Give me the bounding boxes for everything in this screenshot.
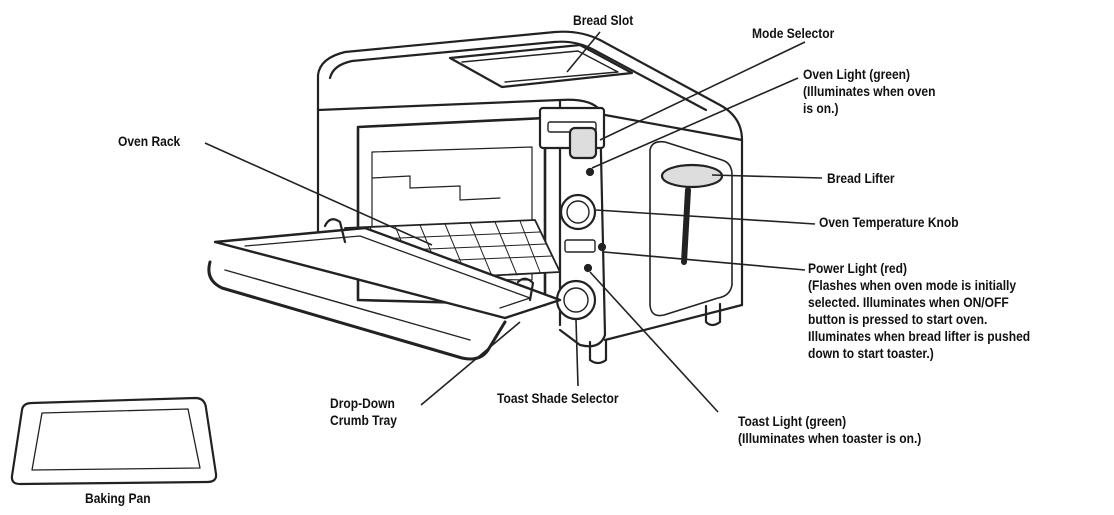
on-off-button bbox=[564, 239, 596, 253]
label-power-light-line5: down to start toaster.) bbox=[808, 345, 934, 361]
label-toast-light: Toast Light (green) (Illuminates when to… bbox=[738, 413, 921, 447]
oven-top-inner bbox=[328, 40, 708, 112]
label-power-light-line2: selected. Illuminates when ON/OFF bbox=[808, 294, 1009, 310]
mode-selector-knob bbox=[568, 126, 598, 160]
baking-pan-outer bbox=[10, 396, 218, 486]
drop-down-door-inner bbox=[244, 235, 531, 309]
label-power-light-title: Power Light (red) bbox=[808, 260, 908, 276]
label-oven-rack: Oven Rack bbox=[118, 133, 180, 150]
label-oven-rack-text: Oven Rack bbox=[118, 133, 181, 149]
oven-foot-right bbox=[704, 302, 722, 327]
label-oven-light-line2: is on.) bbox=[803, 100, 839, 116]
leader-lines bbox=[204, 31, 823, 413]
baking-pan-inner bbox=[31, 408, 201, 471]
label-oven-light: Oven Light (green) (Illuminates when ove… bbox=[803, 66, 935, 117]
label-drop-down-crumb-tray-line2: Crumb Tray bbox=[330, 412, 397, 428]
power-light-dot bbox=[597, 242, 607, 252]
baking-pan-drawing bbox=[10, 396, 218, 486]
oven-foot-front bbox=[588, 338, 608, 365]
label-mode-selector: Mode Selector bbox=[752, 25, 834, 42]
label-bread-slot: Bread Slot bbox=[573, 12, 633, 29]
leader-oven-light bbox=[591, 77, 799, 169]
toast-shade-knob bbox=[555, 279, 597, 321]
label-oven-temperature-knob-text: Oven Temperature Knob bbox=[819, 214, 959, 230]
oven-inner-element bbox=[371, 175, 501, 201]
label-power-light-line1: (Flashes when oven mode is initially bbox=[808, 277, 1017, 293]
leader-drop-down-crumb-tray bbox=[420, 321, 521, 406]
label-drop-down-crumb-tray: Drop-Down Crumb Tray bbox=[330, 395, 397, 429]
label-toast-light-line1: (Illuminates when toaster is on.) bbox=[738, 430, 922, 446]
toast-shade-knob-inner bbox=[563, 287, 589, 313]
label-toast-light-title: Toast Light (green) bbox=[738, 413, 847, 429]
toast-light-dot bbox=[583, 263, 593, 273]
label-oven-light-line1: (Illuminates when oven bbox=[803, 83, 936, 99]
oven-top-outline bbox=[316, 30, 744, 307]
leader-oven-temperature-knob bbox=[595, 209, 816, 225]
leader-power-light bbox=[603, 251, 806, 271]
label-toast-shade-selector-text: Toast Shade Selector bbox=[497, 390, 619, 406]
label-bread-slot-text: Bread Slot bbox=[573, 12, 634, 28]
door-handle-inner bbox=[224, 269, 471, 341]
toaster-oven-drawing bbox=[207, 30, 744, 365]
label-baking-pan: Baking Pan bbox=[85, 490, 151, 507]
label-toast-shade-selector: Toast Shade Selector bbox=[497, 390, 619, 407]
bread-slot bbox=[448, 43, 634, 89]
label-mode-selector-text: Mode Selector bbox=[752, 25, 835, 41]
side-window bbox=[649, 140, 733, 317]
label-bread-lifter-text: Bread Lifter bbox=[827, 170, 895, 186]
bread-slot-inner bbox=[461, 50, 619, 83]
bread-lifter bbox=[660, 163, 724, 189]
label-drop-down-crumb-tray-line1: Drop-Down bbox=[330, 395, 395, 411]
leader-bread-slot bbox=[566, 31, 601, 73]
leader-oven-rack bbox=[204, 142, 433, 246]
label-oven-temperature-knob: Oven Temperature Knob bbox=[819, 214, 959, 231]
label-power-light: Power Light (red) (Flashes when oven mod… bbox=[808, 260, 1030, 362]
leader-toast-light bbox=[589, 271, 719, 413]
oven-light-dot bbox=[585, 167, 595, 177]
leader-mode-selector bbox=[599, 41, 806, 141]
label-power-light-line4: Illuminates when bread lifter is pushed bbox=[808, 328, 1031, 344]
label-baking-pan-text: Baking Pan bbox=[85, 490, 151, 506]
drop-down-door bbox=[213, 226, 562, 320]
oven-temperature-knob bbox=[559, 193, 597, 231]
control-panel bbox=[558, 98, 607, 348]
door-handle bbox=[207, 260, 507, 361]
door-hinge-right bbox=[516, 277, 535, 302]
oven-temperature-knob-inner bbox=[566, 200, 590, 224]
leader-toast-shade-selector bbox=[575, 319, 579, 387]
leader-bread-lifter bbox=[711, 174, 823, 179]
label-oven-light-title: Oven Light (green) bbox=[803, 66, 911, 82]
label-power-light-line3: button is pressed to start oven. bbox=[808, 311, 988, 327]
door-hinge-left bbox=[323, 218, 347, 244]
bread-lifter-track bbox=[681, 187, 691, 265]
label-bread-lifter: Bread Lifter bbox=[827, 170, 895, 187]
oven-right-side bbox=[603, 113, 744, 142]
